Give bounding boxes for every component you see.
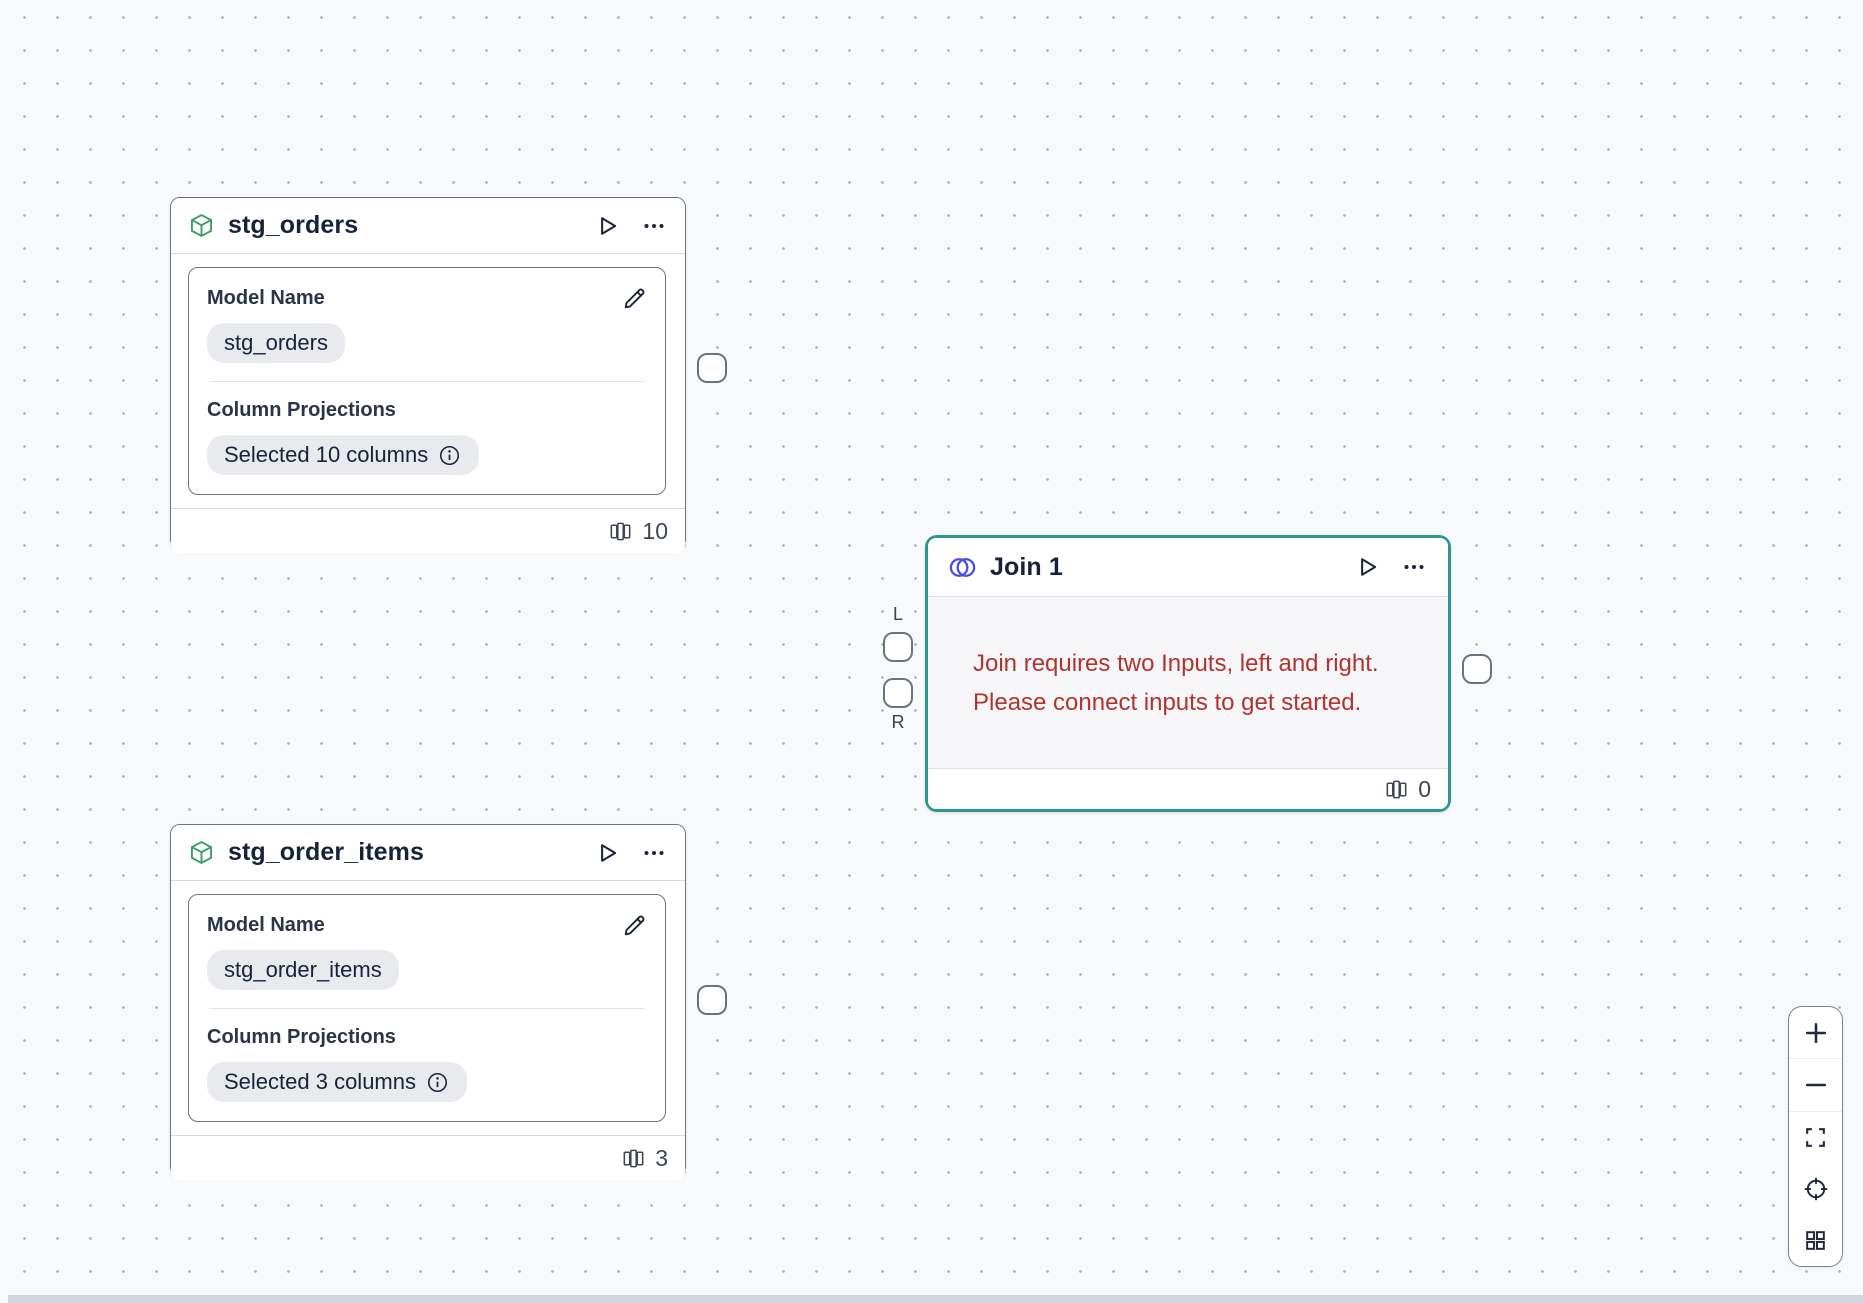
grid-icon [1803, 1228, 1828, 1253]
canvas-control-panel [1788, 1006, 1843, 1267]
column-count: 10 [642, 517, 668, 544]
zoom-out-button[interactable] [1789, 1059, 1842, 1112]
column-projections-chip[interactable]: Selected 3 columns [207, 1062, 467, 1102]
info-icon[interactable] [425, 1070, 450, 1095]
run-node-button[interactable] [592, 211, 622, 241]
column-count: 3 [655, 1144, 668, 1171]
output-handle-stg-order-items[interactable] [697, 985, 727, 1015]
model-name-label: Model Name [207, 287, 325, 309]
node-join-1[interactable]: Join 1 Join requires two Inputs, left an… [925, 535, 1451, 812]
column-projections-label: Column Projections [207, 1026, 396, 1048]
locate-button[interactable] [1789, 1163, 1842, 1214]
join-right-input-handle[interactable] [883, 678, 913, 708]
ellipsis-icon [642, 841, 666, 865]
model-name-chip[interactable]: stg_orders [207, 323, 345, 363]
node-header: stg_order_items [171, 825, 685, 881]
join-error-line-2: Please connect inputs to get started. [973, 688, 1362, 716]
cube-icon [188, 839, 215, 866]
run-node-button[interactable] [1352, 552, 1382, 582]
join-error-line-1: Join requires two Inputs, left and right… [973, 649, 1379, 677]
play-icon [1354, 554, 1380, 580]
model-name-chip[interactable]: stg_order_items [207, 950, 399, 990]
node-body: Model Name stg_orders Column Projections… [171, 254, 685, 508]
output-handle-join-1[interactable] [1462, 654, 1492, 684]
horizontal-scrollbar[interactable] [8, 1295, 1863, 1303]
arrange-grid-button[interactable] [1789, 1215, 1842, 1266]
node-header: Join 1 [928, 538, 1448, 596]
column-projections-value: Selected 10 columns [224, 442, 429, 467]
left-input-label: L [892, 604, 903, 624]
model-name-label: Model Name [207, 914, 325, 936]
fit-view-button[interactable] [1789, 1112, 1842, 1163]
node-title: Join 1 [990, 552, 1063, 581]
info-icon[interactable] [437, 443, 462, 468]
edit-model-name-button[interactable] [619, 910, 650, 941]
model-config-card: Model Name stg_order_items Column Projec… [188, 894, 666, 1122]
join-error-panel: Join requires two Inputs, left and right… [928, 596, 1448, 769]
column-projections-label: Column Projections [207, 399, 396, 421]
model-name-value: stg_order_items [224, 957, 382, 982]
column-projections-chip[interactable]: Selected 10 columns [207, 435, 480, 475]
columns-icon [608, 519, 633, 544]
right-input-label: R [891, 712, 905, 732]
fullscreen-icon [1803, 1125, 1828, 1150]
play-icon [594, 213, 620, 239]
node-body: Model Name stg_order_items Column Projec… [171, 881, 685, 1135]
edit-model-name-button[interactable] [619, 283, 650, 314]
node-stg-orders[interactable]: stg_orders [170, 197, 686, 553]
column-count: 0 [1418, 775, 1431, 802]
node-menu-button[interactable] [640, 212, 668, 240]
columns-icon [621, 1146, 646, 1171]
output-handle-stg-orders[interactable] [697, 353, 727, 383]
divider [209, 381, 645, 382]
run-node-button[interactable] [592, 838, 622, 868]
node-menu-button[interactable] [640, 839, 668, 867]
cube-icon [188, 212, 215, 239]
ellipsis-icon [642, 214, 666, 238]
node-menu-button[interactable] [1400, 553, 1428, 581]
join-left-input-handle[interactable] [883, 632, 913, 662]
node-stg-order-items[interactable]: stg_order_items [170, 824, 686, 1180]
crosshair-icon [1803, 1176, 1829, 1202]
node-header: stg_orders [171, 198, 685, 254]
plus-icon [1802, 1019, 1830, 1047]
node-title: stg_order_items [228, 838, 425, 866]
join-circles-icon [948, 553, 977, 582]
columns-icon [1384, 777, 1409, 802]
pencil-icon [621, 912, 648, 939]
zoom-in-button[interactable] [1789, 1007, 1842, 1060]
column-projections-value: Selected 3 columns [224, 1069, 416, 1094]
minus-icon [1802, 1071, 1830, 1099]
node-footer: 0 [928, 769, 1448, 809]
node-footer: 10 [171, 508, 685, 553]
divider [209, 1008, 645, 1009]
pencil-icon [621, 285, 648, 312]
play-icon [594, 840, 620, 866]
ellipsis-icon [1402, 555, 1426, 579]
model-config-card: Model Name stg_orders Column Projections… [188, 267, 666, 495]
node-footer: 3 [171, 1135, 685, 1180]
model-name-value: stg_orders [224, 330, 328, 355]
node-title: stg_orders [228, 211, 359, 239]
